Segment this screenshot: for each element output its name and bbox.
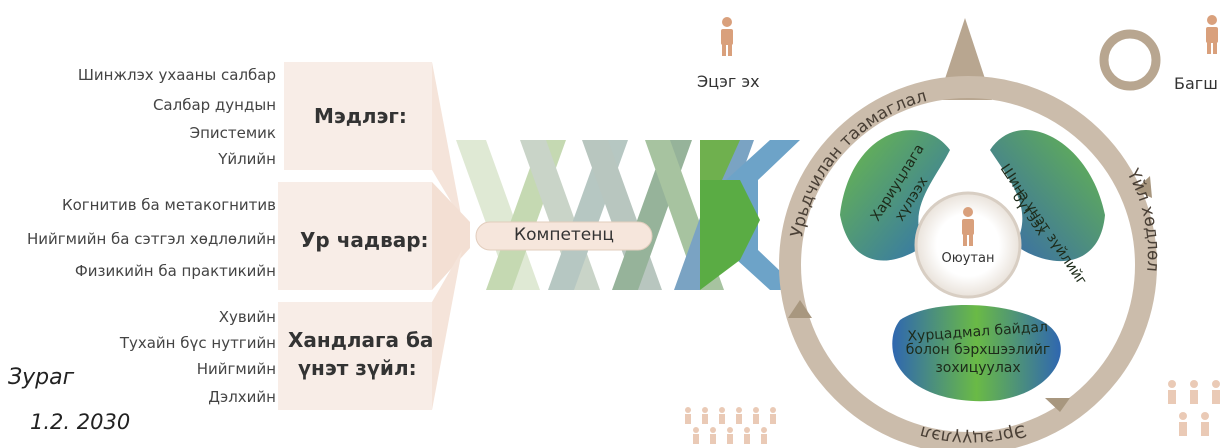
skills-title: Ур чадвар: <box>300 228 429 252</box>
knowledge-bracket <box>284 62 432 170</box>
attitudes-bracket <box>278 302 432 410</box>
ring-arrow-bottom <box>1045 398 1070 412</box>
compass-handle <box>1099 29 1161 91</box>
blade-bottom-line3: зохицуулах <box>935 360 1020 376</box>
skills-item-1: Когнитив ба метакогнитив <box>61 196 276 214</box>
fan-top <box>432 62 462 220</box>
figure-caption-line1: Зураг <box>8 365 75 390</box>
left-brackets <box>278 62 470 410</box>
skills-bracket <box>278 182 432 290</box>
competency-ribbon <box>456 140 800 290</box>
competency-box <box>475 221 653 251</box>
fan-middle <box>432 182 470 290</box>
learning-compass <box>779 18 1161 448</box>
blade-right <box>990 130 1105 262</box>
crowd-icons-bottom <box>685 407 776 444</box>
parents-label: Эцэг эх <box>697 72 760 91</box>
attitudes-item-3: Нийгмийн <box>196 360 276 378</box>
compass-ring <box>779 76 1157 448</box>
fan-bottom <box>432 250 462 410</box>
knowledge-item-1: Шинжлэх ухааны салбар <box>77 66 276 84</box>
blade-bottom <box>892 305 1061 402</box>
attitudes-item-1: Хувийн <box>218 308 276 326</box>
knowledge-item-2: Салбар дундын <box>152 96 276 114</box>
ring-arrow-left <box>788 300 812 318</box>
blade-left <box>840 130 950 261</box>
person-icon-teacher <box>1206 15 1218 54</box>
attitudes-title-line1: Хандлага ба <box>288 328 434 352</box>
figure-caption-line2: 1.2. 2030 <box>30 410 131 434</box>
student-circle <box>914 191 1022 299</box>
person-icon-parents <box>721 17 733 56</box>
attitudes-item-2: Тухайн бүс нутгийн <box>119 334 276 352</box>
skills-item-3: Физикийн ба практикийн <box>74 262 276 280</box>
knowledge-item-4: Үйлийн <box>218 150 276 168</box>
crowd-icons-right <box>1168 380 1220 436</box>
blade-bottom-line2: болон бэрхшээлийг <box>906 342 1050 358</box>
person-icons <box>685 15 1220 444</box>
teacher-label: Багш <box>1174 74 1218 93</box>
competency-label: Компетенц <box>514 225 614 245</box>
knowledge-title: Мэдлэг: <box>314 104 407 128</box>
knowledge-item-3: Эпистемик <box>189 124 276 142</box>
student-label: Оюутан <box>942 251 995 266</box>
skills-item-2: Нийгмийн ба сэтгэл хөдлөлийн <box>26 230 276 248</box>
attitudes-item-4: Дэлхийн <box>208 388 276 406</box>
attitudes-title-line2: үнэт зүйл: <box>298 356 417 380</box>
person-icon-student <box>962 207 974 246</box>
ring-arrow-right <box>1135 176 1152 198</box>
